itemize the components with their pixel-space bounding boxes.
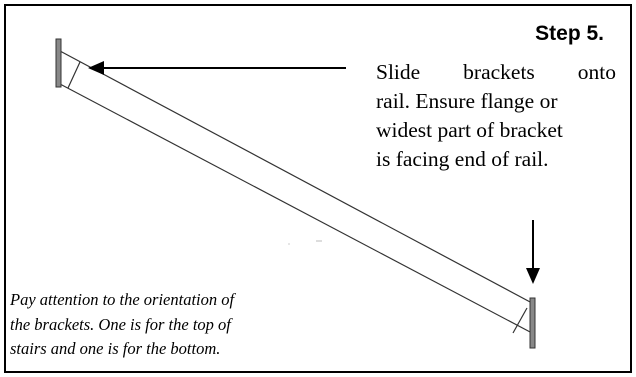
rail-bottom-edge — [59, 83, 533, 334]
instruction-word: Slide — [376, 60, 421, 84]
rail — [59, 50, 533, 334]
bottom-bracket-flange — [529, 297, 536, 349]
bottom-bracket — [512, 297, 536, 349]
note-line-1: Pay attention to the orientation of — [10, 290, 235, 309]
top-bracket-flange — [55, 38, 62, 88]
arrow-to-bottom-bracket — [526, 220, 540, 284]
instruction-line-4: is facing end of rail. — [376, 147, 549, 171]
rail-top-edge — [59, 50, 533, 304]
top-bracket-web — [67, 61, 81, 89]
instruction-word: brackets — [463, 60, 535, 84]
arrow-to-top-bracket — [88, 61, 346, 75]
bottom-bracket-web — [512, 307, 528, 334]
top-bracket — [55, 38, 81, 89]
instruction-line-2: rail. Ensure flange or — [376, 89, 558, 113]
note-line-2: the brackets. One is for the top of — [10, 314, 231, 334]
note-line-3: stairs and one is for the bottom. — [10, 339, 221, 358]
step-title: Step 5. — [535, 22, 604, 45]
instruction-text: Slide brackets onto rail. Ensure flange … — [376, 58, 616, 174]
orientation-note: Pay attention to the orientation of the … — [10, 288, 340, 362]
instruction-word: onto — [577, 60, 616, 84]
instruction-line-1: Slide brackets onto — [376, 58, 616, 87]
instruction-line-3: widest part of bracket — [376, 118, 563, 142]
